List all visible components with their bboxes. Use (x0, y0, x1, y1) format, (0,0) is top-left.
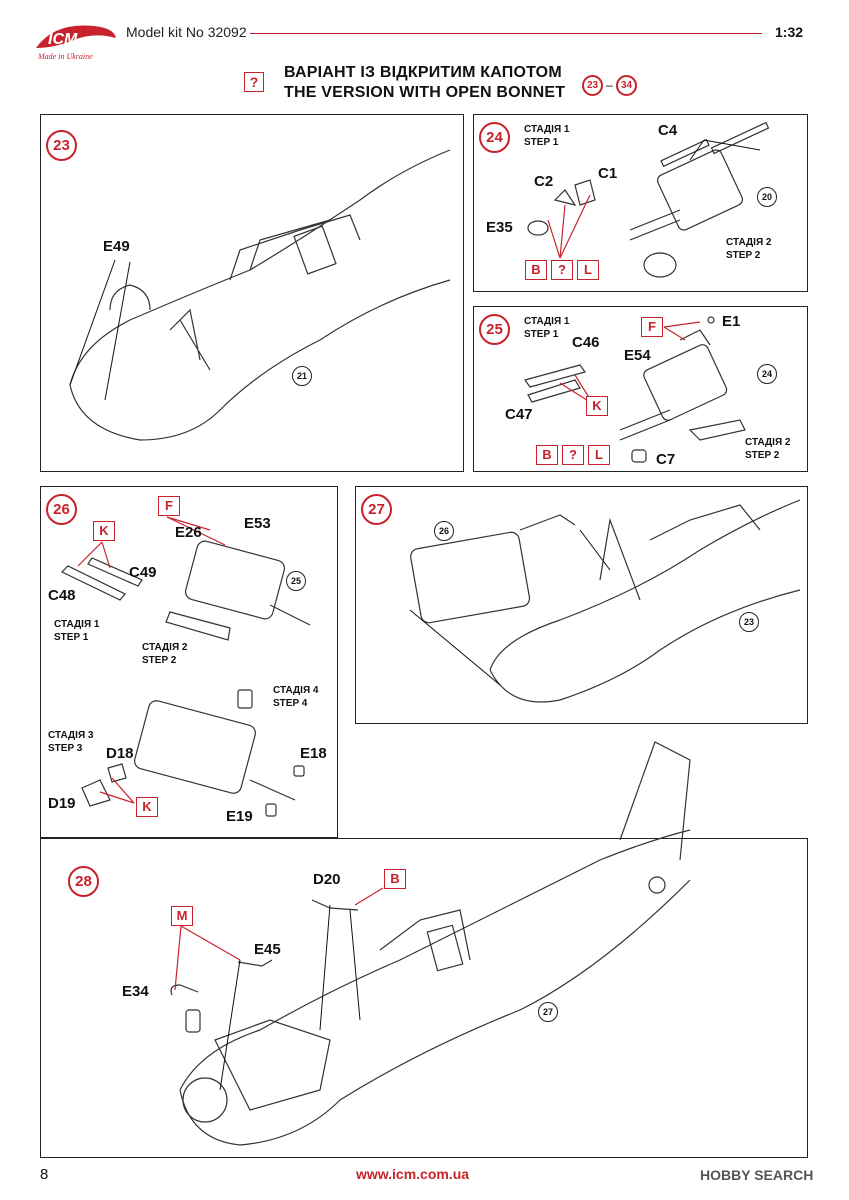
ref-step-20: 20 (757, 187, 777, 207)
ref-step-25: 25 (286, 571, 306, 591)
title-en: THE VERSION WITH OPEN BONNET (284, 84, 566, 101)
part-c7-label: C7 (656, 451, 676, 468)
stage-1-ua: СТАДІЯ 1 (54, 619, 100, 630)
part-d19-label: D19 (48, 795, 76, 812)
option-k-box-2: K (136, 797, 158, 817)
stage-2-en: STEP 2 (726, 250, 761, 261)
part-c4-label: C4 (658, 122, 678, 139)
part-e34-label: E34 (122, 983, 149, 1000)
step-range-start: 23 (582, 75, 603, 96)
option-unknown-box: ? (551, 260, 573, 280)
part-c49-label: C49 (129, 564, 157, 581)
step-24-number: 24 (479, 122, 510, 153)
part-e35-label: E35 (486, 219, 513, 236)
option-b-box: B (384, 869, 406, 889)
stage-1-en: STEP 1 (54, 632, 89, 643)
ref-step-21: 21 (292, 366, 312, 386)
stage-2-ua: СТАДІЯ 2 (142, 642, 188, 653)
title-ua: ВАРІАНТ ІЗ ВІДКРИТИМ КАПОТОМ (284, 64, 562, 81)
part-e53-label: E53 (244, 515, 271, 532)
stage-1-en: STEP 1 (524, 137, 559, 148)
option-k-box: K (586, 396, 608, 416)
part-e19-label: E19 (226, 808, 253, 825)
stage-3-ua: СТАДІЯ 3 (48, 730, 94, 741)
watermark-text: HOBBY SEARCH (700, 1167, 814, 1183)
ref-step-27: 27 (538, 1002, 558, 1022)
step-23-panel (40, 114, 464, 472)
part-e49-label: E49 (103, 238, 130, 255)
ref-step-26: 26 (434, 521, 454, 541)
option-b-box: B (525, 260, 547, 280)
stage-2-ua: СТАДІЯ 2 (726, 237, 772, 248)
step-range-end: 34 (616, 75, 637, 96)
step-27-number: 27 (361, 494, 392, 525)
stage-2-ua: СТАДІЯ 2 (745, 437, 791, 448)
option-unknown-box: ? (562, 445, 584, 465)
part-e26-label: E26 (175, 524, 202, 541)
step-28-panel (40, 838, 808, 1158)
range-dash: – (606, 78, 613, 92)
step-27-panel (355, 486, 808, 724)
svg-text:ICM: ICM (48, 31, 78, 48)
scale-label: 1:32 (775, 24, 804, 40)
option-l-box: L (588, 445, 610, 465)
ref-step-24: 24 (757, 364, 777, 384)
kit-number: Model kit No 32092 (126, 24, 247, 40)
logo-tagline: Made in Ukraine (38, 52, 93, 61)
part-c47-label: C47 (505, 406, 533, 423)
part-d20-label: D20 (313, 871, 341, 888)
stage-3-en: STEP 3 (48, 743, 83, 754)
stage-1-en: STEP 1 (524, 329, 559, 340)
unknown-option-box: ? (244, 72, 264, 92)
header-rule (250, 33, 762, 34)
page-number: 8 (40, 1166, 49, 1183)
part-e54-label: E54 (624, 347, 651, 364)
option-m-box: M (171, 906, 193, 926)
part-c2-label: C2 (534, 173, 554, 190)
website-link[interactable]: www.icm.com.ua (356, 1166, 470, 1182)
part-e45-label: E45 (254, 941, 281, 958)
step-28-number: 28 (68, 866, 99, 897)
option-f-box: F (158, 496, 180, 516)
ref-step-23: 23 (739, 612, 759, 632)
stage-4-en: STEP 4 (273, 698, 308, 709)
part-c1-label: C1 (598, 165, 618, 182)
option-l-box: L (577, 260, 599, 280)
icm-logo: ICM (36, 25, 116, 48)
stage-4-ua: СТАДІЯ 4 (273, 685, 319, 696)
part-e1-label: E1 (722, 313, 741, 330)
option-f-box: F (641, 317, 663, 337)
option-b-box: B (536, 445, 558, 465)
stage-1-ua: СТАДІЯ 1 (524, 124, 570, 135)
part-c46-label: C46 (572, 334, 600, 351)
option-k-box: K (93, 521, 115, 541)
stage-1-ua: СТАДІЯ 1 (524, 316, 570, 327)
part-e18-label: E18 (300, 745, 327, 762)
step-26-number: 26 (46, 494, 77, 525)
step-23-number: 23 (46, 130, 77, 161)
stage-2-en: STEP 2 (142, 655, 177, 666)
part-d18-label: D18 (106, 745, 134, 762)
step-25-number: 25 (479, 314, 510, 345)
stage-2-en: STEP 2 (745, 450, 780, 461)
part-c48-label: C48 (48, 587, 76, 604)
